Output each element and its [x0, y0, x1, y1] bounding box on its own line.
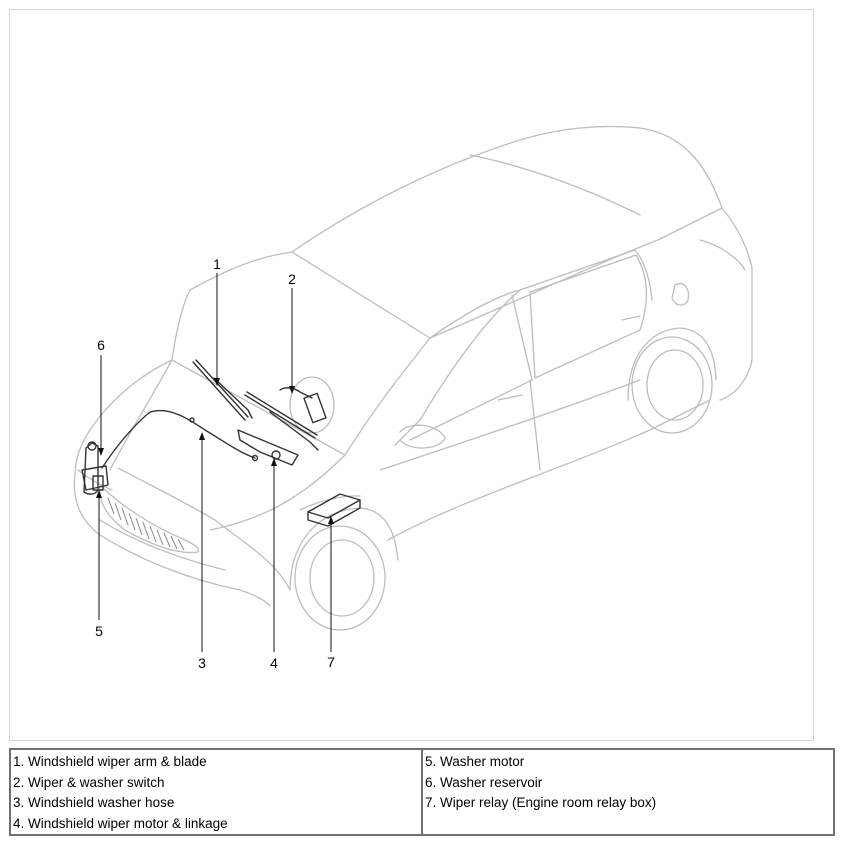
grille-slats — [107, 497, 185, 551]
trunk-line — [699, 239, 746, 271]
callout-2: 2 — [288, 271, 296, 287]
front-bumper — [73, 474, 271, 607]
wiper-motor — [271, 450, 281, 460]
switch-body — [303, 392, 327, 424]
front-wheel-arch — [289, 507, 399, 591]
rear-window — [529, 254, 648, 379]
callout-7: 7 — [327, 654, 335, 670]
wiper-arm-left — [213, 377, 253, 419]
callout-numbers: 1 2 3 4 5 6 7 — [95, 256, 335, 671]
beltline — [379, 379, 641, 471]
wiper-blade-right — [244, 394, 316, 439]
relay-box — [307, 493, 361, 527]
legend-item: 2. Wiper & washer switch — [13, 774, 165, 790]
reservoir-cap — [87, 441, 97, 451]
washer-hose — [101, 409, 256, 469]
rear-wheel-inner — [646, 349, 704, 421]
windshield-top — [189, 251, 293, 291]
legend-item: 5. Washer motor — [425, 754, 525, 769]
hood-right — [209, 454, 346, 531]
side-mirror — [399, 424, 446, 449]
hood-crease — [109, 359, 173, 471]
legend-item: 3. Windshield washer hose — [13, 795, 175, 810]
components — [81, 359, 361, 527]
callout-5: 5 — [95, 623, 103, 639]
door-split — [529, 379, 541, 471]
leader-arrows — [96, 378, 334, 524]
front-wheel-outer — [294, 525, 386, 631]
washer-reservoir — [83, 442, 99, 495]
front-window — [409, 294, 533, 441]
roof-line — [291, 125, 723, 253]
leader-lines — [98, 273, 332, 652]
tail-light — [671, 283, 690, 306]
headlight-left — [77, 469, 113, 491]
a-pillar — [394, 289, 521, 446]
legend-item: 7. Wiper relay (Engine room relay box) — [425, 795, 657, 810]
callout-6: 6 — [97, 337, 105, 353]
rear-end — [719, 207, 753, 401]
sill-line — [387, 399, 711, 541]
legend-left-column: 1. Windshield wiper arm & blade 2. Wiper… — [9, 748, 423, 836]
windshield-frame — [171, 289, 431, 456]
wiper-arm-right — [269, 411, 319, 451]
rear-door-handle — [621, 315, 641, 321]
callout-1: 1 — [213, 256, 221, 272]
hood-front — [117, 467, 216, 521]
legend-row: 1. Windshield wiper arm & blade 2. Wiper… — [9, 748, 835, 836]
legend-item: 6. Washer reservoir — [425, 774, 543, 790]
callout-3: 3 — [198, 655, 206, 671]
roof-rear-edge — [291, 207, 723, 339]
fender-edge — [214, 519, 291, 591]
parts-legend-table: 1. Windshield wiper arm & blade 2. Wiper… — [9, 748, 835, 836]
front-door-handle — [497, 394, 523, 401]
washer-motor-body — [92, 475, 104, 491]
grille-outline — [99, 484, 200, 554]
diagram-frame — [9, 9, 814, 741]
steering-area — [289, 376, 335, 434]
hood-left — [74, 359, 173, 476]
rear-wheel-outer — [631, 336, 713, 434]
side-window-top — [429, 249, 653, 339]
roof-crease — [469, 154, 641, 216]
rear-wheel-arch — [627, 327, 717, 401]
front-wheel-inner — [309, 539, 375, 617]
car-body-outline — [73, 125, 753, 631]
callout-4: 4 — [270, 655, 278, 671]
wiper-motor-linkage — [237, 429, 299, 466]
legend-right-column: 5. Washer motor 6. Washer reservoir 7. W… — [421, 748, 835, 836]
legend-item: 4. Windshield wiper motor & linkage — [13, 815, 228, 831]
bumper-lower — [99, 519, 226, 571]
legend-item: 1. Windshield wiper arm & blade — [13, 754, 207, 769]
wiper-blade-left — [192, 361, 246, 421]
